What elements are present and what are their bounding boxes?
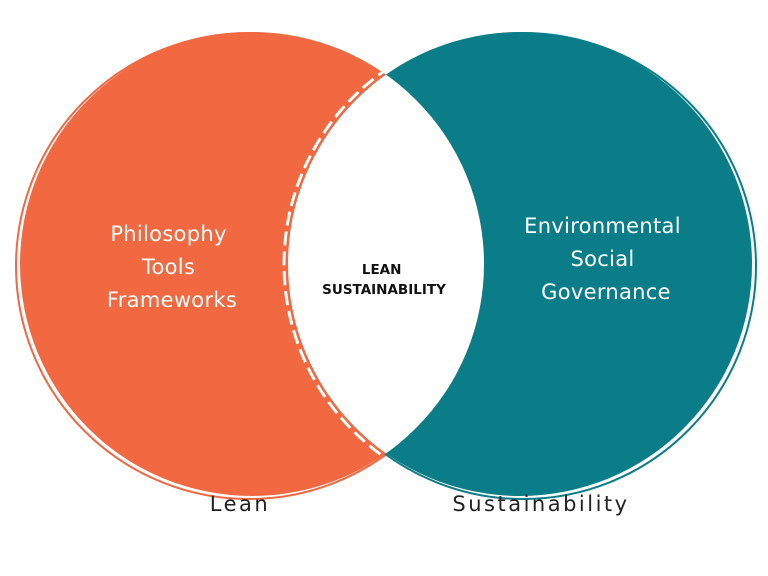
sustainability-label: Sustainability bbox=[452, 492, 629, 516]
overlap-region bbox=[288, 32, 484, 496]
svg-text:LEAN SUSTAINABILITY: LEAN SUSTAINABILITY bbox=[322, 262, 446, 298]
sustainability-item: Governance bbox=[541, 280, 671, 304]
overlap-label-line: SUSTAINABILITY bbox=[322, 282, 446, 298]
lean-item: Frameworks bbox=[107, 288, 237, 312]
overlap-label-line: LEAN bbox=[362, 262, 402, 278]
lean-label: Lean bbox=[210, 492, 270, 516]
lean-item: Philosophy bbox=[110, 222, 226, 246]
svg-text:Environmental Social G: Environmental Social Governance bbox=[524, 214, 688, 304]
sustainability-item: Social bbox=[570, 247, 634, 271]
svg-text:Philosophy Tools Frame: Philosophy Tools Frameworks bbox=[107, 222, 237, 312]
sustainability-item: Environmental bbox=[524, 214, 681, 238]
overlap-dashed-edge bbox=[282, 32, 484, 496]
lean-item: Tools bbox=[141, 255, 195, 279]
